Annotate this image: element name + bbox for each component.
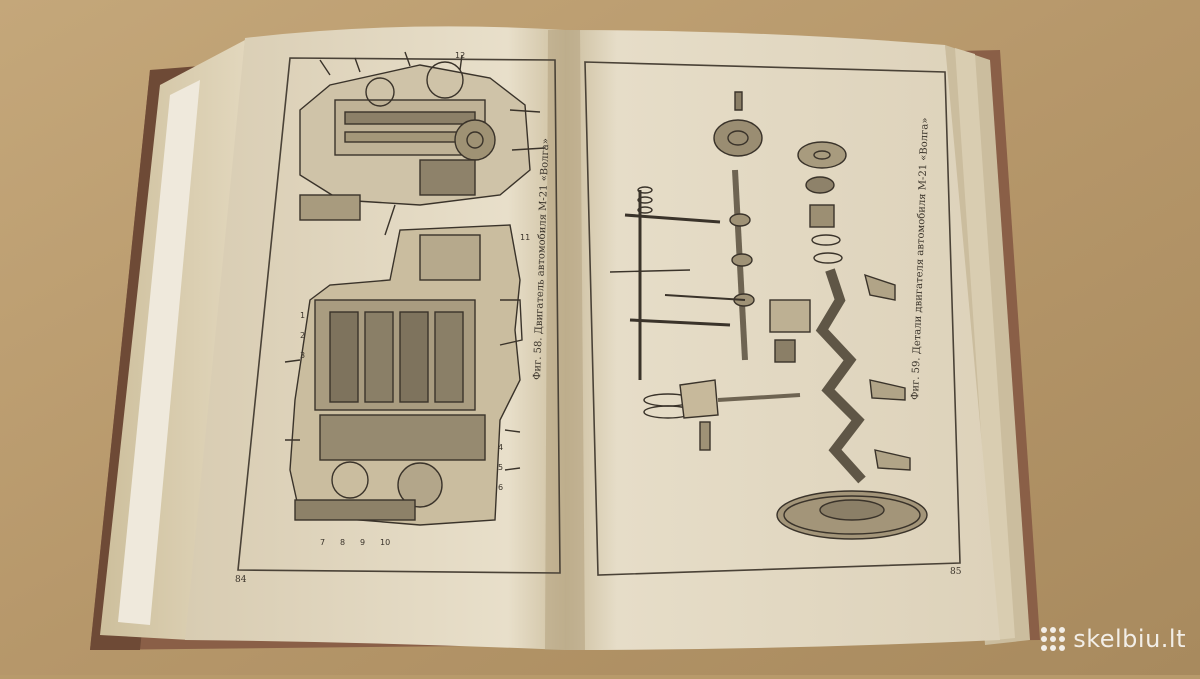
- callout-label: 9: [360, 538, 365, 547]
- right-block-highlight: [955, 48, 1015, 640]
- engine-cross-section-drawing: [284, 224, 523, 526]
- right-page-number: 85: [950, 567, 962, 577]
- gutter-shadow: [545, 30, 585, 650]
- callout-label: 4: [498, 443, 503, 452]
- left-figure-frame: [237, 57, 561, 574]
- left-page-number: 84: [235, 575, 247, 585]
- engine-parts-exploded-drawing: [609, 91, 928, 540]
- callout-label: 10: [380, 538, 390, 547]
- callout-label: 11: [520, 233, 530, 242]
- callout-label: 8: [340, 538, 345, 547]
- callout-label: 7: [320, 538, 325, 547]
- callout-label: 2: [300, 331, 305, 340]
- watermark-text: skelbiu.lt: [1073, 625, 1186, 653]
- left-callout-numbers: 1 2 3 4 5 6 7 8 9 10 11 12: [300, 51, 530, 547]
- watermark: skelbiu.lt: [1041, 625, 1186, 653]
- callout-label: 6: [498, 483, 503, 492]
- right-figure-frame: [584, 61, 961, 576]
- callout-label: 5: [498, 463, 503, 472]
- engine-side-view-drawing: [299, 51, 546, 236]
- dots-grid-icon: [1041, 627, 1066, 651]
- callout-label: 12: [455, 51, 465, 60]
- callout-label: 1: [300, 311, 305, 320]
- left-block-highlight: [118, 80, 200, 625]
- callout-label: 3: [300, 351, 305, 360]
